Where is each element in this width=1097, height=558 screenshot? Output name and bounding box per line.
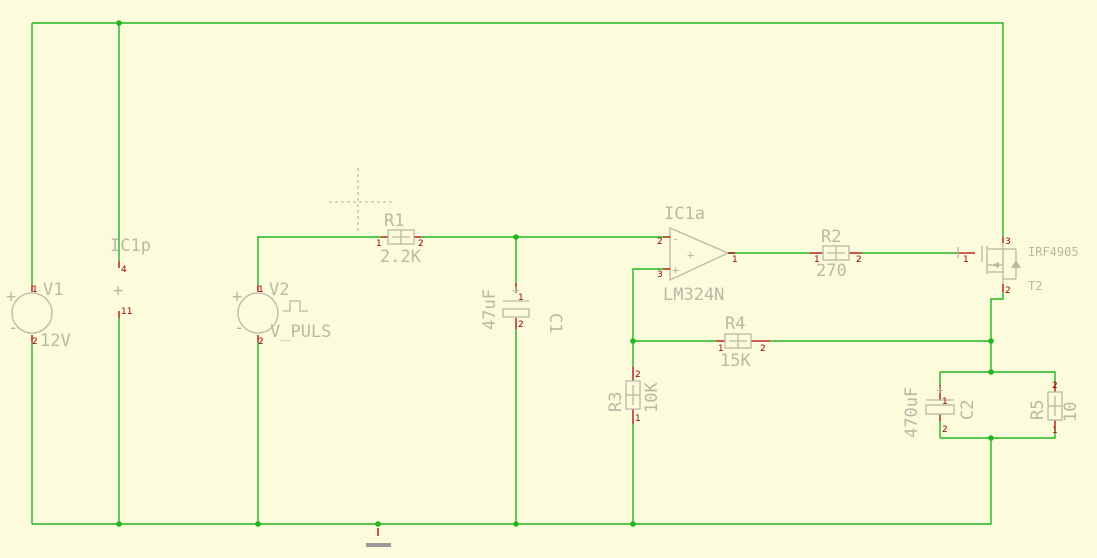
wire-load-bottom[interactable] [940,430,1056,439]
component-name: R4 [725,314,745,334]
component-name: R3 [606,392,626,412]
component-part: IRF4905 [1028,245,1079,259]
component-value: 12V [40,331,71,351]
component-name: IC1a [664,204,705,224]
pin-number: 1 [732,255,738,265]
pin-number: 2 [418,239,424,249]
pin-number: 4 [121,265,127,275]
resistor-r1[interactable]: R1 2.2K 1 2 [376,211,424,267]
pulse-waveform-icon [283,300,308,312]
voltage-source-v1[interactable]: + - 1 2 V1 12V [6,280,71,351]
junction-dot [255,521,261,527]
pin-number: 3 [1005,237,1011,247]
pin-number: 2 [657,237,663,247]
plus-sign: + [113,281,123,301]
component-name: V1 [43,280,63,300]
component-value: 10K [642,382,662,413]
plus-sign: + [672,263,679,277]
component-value: 10 [1061,402,1081,422]
junctions [116,20,994,527]
junction-dot [988,338,994,344]
wires [31,22,1056,525]
component-name: V2 [269,280,289,300]
pin-number: 11 [121,307,132,317]
plus-sign: + [232,287,242,307]
component-name: R2 [821,227,841,247]
component-name: IC1p [110,236,151,256]
component-name: R5 [1028,400,1048,420]
wire-opamp-noninv[interactable] [632,268,663,367]
resistor-r2[interactable]: R2 270 1 2 [810,227,862,281]
pin-number: 1 [814,255,820,265]
capacitor-c2[interactable]: + 1 2 C2 470uF [902,383,978,438]
resistor-r4[interactable]: R4 15K 1 2 [716,314,770,371]
component-value: 270 [816,261,847,281]
mosfet-t2[interactable]: 1 3 2 IRF4905 T2 [957,237,1079,296]
component-name: C1 [545,313,565,333]
pin-number: 1 [963,255,969,265]
pin-number: 1 [518,293,524,303]
pin-number: 2 [760,344,766,354]
minus-sign: - [8,318,18,338]
pin-number: 2 [32,337,38,347]
wire-load-top[interactable] [940,371,1056,383]
pin-number: 1 [32,285,38,295]
pin-number: 2 [258,337,264,347]
wire-v2-r1[interactable] [257,236,381,285]
plus-sign: + [512,283,519,297]
resistor-r5[interactable]: 2 1 R5 10 [1028,381,1081,436]
junction-dot [630,338,636,344]
pin-number: 2 [1052,381,1058,391]
component-value: 470uF [902,387,922,438]
junction-dot [513,521,519,527]
junction-dot [375,521,381,527]
pin-number: 2 [1005,286,1011,296]
component-name: C2 [958,400,978,420]
junction-dot [988,435,994,441]
pin-number: 1 [258,285,264,295]
pin-number: 1 [718,344,724,354]
pin-number: 2 [518,320,524,330]
component-value: 15K [720,351,751,371]
wire-t2-source[interactable] [990,292,1004,372]
opamp-ic1a[interactable]: - + + 2 3 1 IC1a LM324N [657,204,738,305]
capacitor-c1[interactable]: + 1 2 C1 47uF [480,283,565,333]
resistor-r3[interactable]: 2 1 R3 10K [606,367,662,424]
plus-sign: + [936,383,943,397]
ground-symbol[interactable] [366,528,391,547]
minus-sign: - [234,318,244,338]
pin-number: 1 [635,414,641,424]
junction-dot [116,20,122,26]
wire-top-rail[interactable] [32,22,1004,237]
component-name: T2 [1028,279,1042,293]
plus-sign: + [6,287,16,307]
pin-number: 1 [942,397,948,407]
component-value: V_PULS [270,322,331,342]
junction-dot [988,369,994,375]
pin-number: 2 [856,255,862,265]
component-value: 2.2K [380,247,422,267]
opamp-power-ic1p[interactable]: IC1p 4 + 11 [110,236,151,318]
pin-number: 3 [657,270,663,280]
component-name: R1 [384,211,404,231]
pin-number: 1 [1052,426,1058,436]
junction-dot [630,521,636,527]
pin-number: 2 [635,370,641,380]
component-part: LM324N [663,285,724,305]
pin-number: 2 [942,425,948,435]
junction-dot [513,234,519,240]
origin-crosshair [329,168,392,234]
pin-number: 1 [376,239,382,249]
junction-dot [116,521,122,527]
pulse-source-v2[interactable]: + - 1 2 V2 V_PULS [232,280,331,347]
plus-sign: + [687,248,694,262]
component-value: 47uF [480,289,500,330]
wire-bottom-rail[interactable] [32,438,992,525]
minus-sign: - [672,232,679,246]
